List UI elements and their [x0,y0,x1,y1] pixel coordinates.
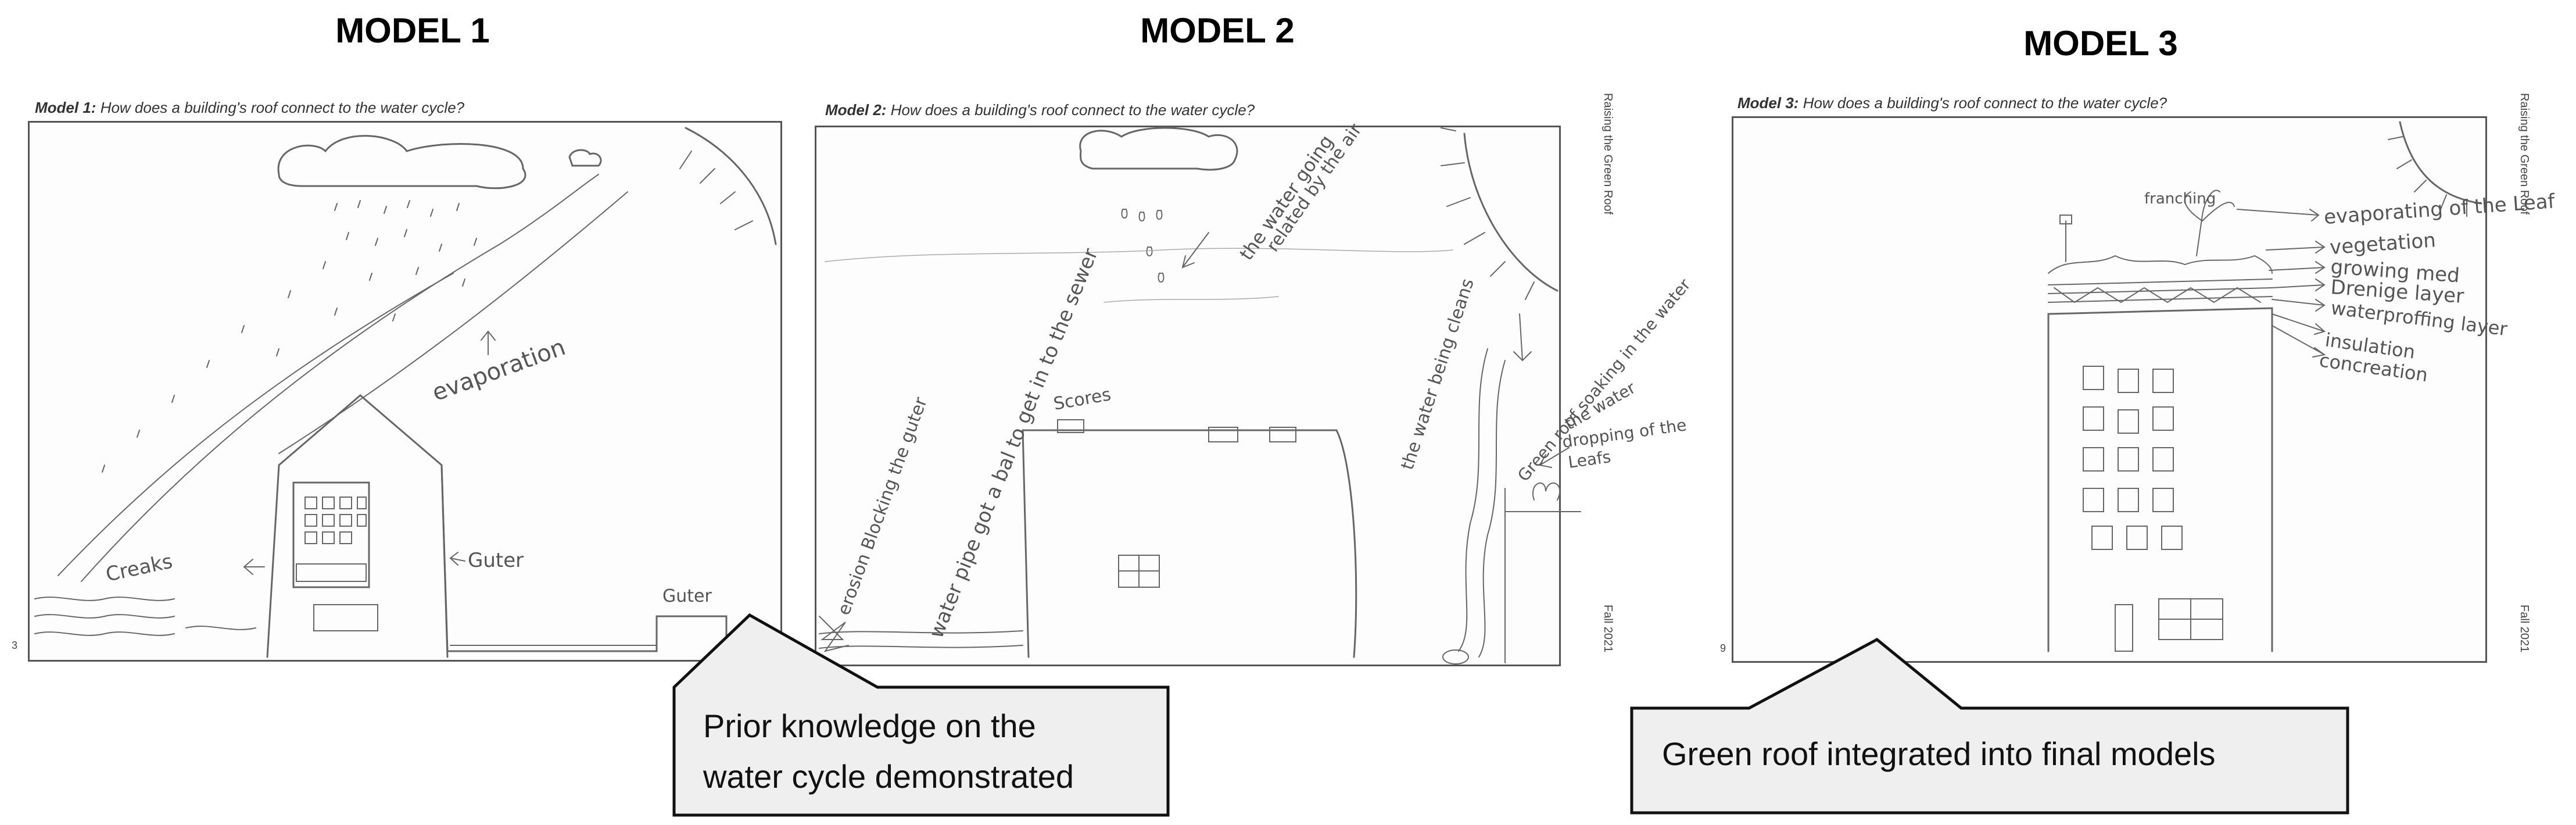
callout-box-right [1630,638,2349,815]
m1-gutter-pipe [440,464,728,652]
m2-waterfall [1478,360,1506,658]
m2-arrow-cleans [1513,313,1532,362]
model-1-label: Model 1: [35,99,96,116]
callout-green-roof: Green roof integrated into final models [1630,638,2349,815]
m3-plant [2184,190,2235,256]
m2-roof-box [1269,427,1296,442]
m2-arrow-water-going [1181,232,1209,269]
m2-ground-water [819,630,1023,649]
model-1-drawing: evaporation Creaks Guter Guter [34,127,777,658]
m2-roof-edge [1504,488,1581,663]
m1-label-evaporation: evaporation [429,334,569,406]
model-2-drawing: Scores water pipe got a bal to get in to… [819,120,1694,665]
model-1-drawing-frame [28,121,782,662]
callout-box-left [672,613,1170,817]
m1-sun [685,127,777,245]
m2-plant [1532,482,1561,501]
m2-label-water-bal: water pipe got a bal to get in to the se… [925,245,1102,642]
model-3-label: Model 3: [1737,94,1799,112]
model-2-heading: MODEL 2 [1140,11,1295,50]
model-2-question: Model 2: How does a building's roof conn… [825,101,1255,119]
m2-scribble [819,616,849,652]
callout-left-line2: water cycle demonstrated [703,758,1074,795]
m3-roof-zigzag [2054,287,2261,303]
model-3-page-number: 9 [1720,642,1726,654]
m3-windows [2083,366,2223,652]
m2-sun [1463,133,1559,292]
m1-rain [102,200,477,473]
m2-sun-rays [1441,127,1535,300]
m1-label-guter-left: Guter [468,549,524,572]
callout-right-text: Green roof integrated into final models [1662,735,2216,772]
m3-label-evaporating: evaporating of the Leaf [2323,190,2556,229]
m2-rain-drops [1121,209,1165,283]
model-1-heading: MODEL 1 [335,11,490,50]
m1-building-door [292,481,370,588]
m1-cloud [277,135,526,190]
m1-evaporation-streak [278,191,628,454]
m2-sky-lines [825,248,1453,303]
m1-evaporation-streak [81,174,599,582]
model-1-question-text: How does a building's roof connect to th… [100,99,465,116]
m2-waterfall [1458,348,1488,652]
callout-prior-knowledge: Prior knowledge on the water cycle demon… [672,613,1170,817]
m3-building [2047,307,2273,652]
model-3-drawing: franching evaporating of the Leaf vegeta… [2047,121,2556,652]
m2-building [1022,429,1357,658]
m1-creek-waves [34,597,256,636]
model-1-page-number: 3 [12,640,18,651]
callout-left-line1: Prior knowledge on the [703,708,1036,744]
m2-label-blocking: erosion Blocking the guter [834,394,931,618]
model-3-question: Model 3: How does a building's roof conn… [1737,94,2167,112]
m2-label-dropping-3: Leafs [1567,447,1612,472]
m3-label-franching: franching [2144,190,2216,208]
m2-roof-box [1208,427,1238,442]
m2-label-cleans: the water being cleans [1397,276,1478,473]
m3-plant-stem [2059,215,2072,262]
model-2-drawing-frame [815,126,1561,666]
m3-sun-rays [2388,136,2467,217]
m2-label-scores: Scores [1052,384,1112,415]
m1-label-guter-right: Guter [662,586,712,606]
m2-cloud [1079,127,1238,171]
model-3-heading: MODEL 3 [2023,24,2178,63]
m3-label-vegetation: vegetation [2329,228,2437,259]
m3-vegetation [2048,255,2273,274]
m3-sun [2399,121,2482,205]
m1-small-cloud [568,149,602,167]
m1-evaporation-streak [58,273,454,576]
model-2-label: Model 2: [825,101,887,119]
model-1-question: Model 1: How does a building's roof conn… [35,99,464,117]
model-2-question-text: How does a building's roof connect to th… [890,101,1255,119]
m1-arrow-creek [243,559,265,575]
m1-building-windows [296,497,378,631]
model-3-question-text: How does a building's roof connect to th… [1803,94,2167,112]
m2-roof-box [1057,419,1084,433]
m3-roof-layers [2048,278,2273,315]
m3-leader-lines [2237,209,2326,358]
m2-puddle [1442,649,1469,665]
m2-arrow-dropping [1539,447,1570,468]
m1-label-creaks: Creaks [104,550,175,587]
m1-arrow-guter [449,552,465,566]
model-3-drawing-frame [1732,116,2487,663]
m1-sun-rays [679,151,753,230]
m1-arrow-evap [481,330,496,355]
